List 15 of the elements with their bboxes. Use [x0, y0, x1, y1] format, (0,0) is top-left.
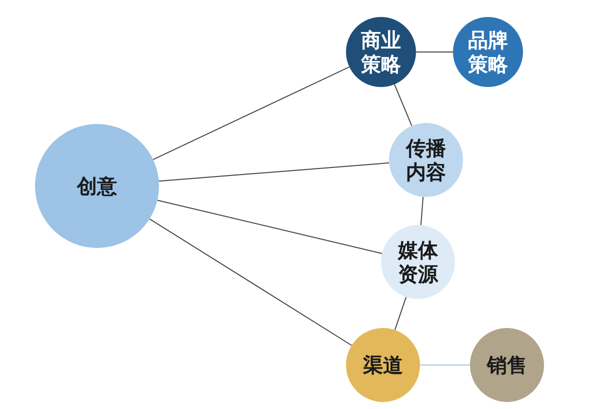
node-label: 传播内容: [404, 136, 447, 184]
connector-line: [158, 162, 390, 182]
node-label: 创意: [77, 174, 117, 198]
connector-line: [394, 84, 412, 126]
node-label: 商业策略: [360, 28, 402, 76]
connector-line: [420, 196, 424, 226]
node-label: 渠道: [363, 353, 403, 377]
connector-line: [149, 218, 352, 346]
connector-line: [152, 66, 350, 160]
connector-line: [420, 364, 470, 366]
node-label: 品牌策略: [467, 28, 509, 76]
node-label: 媒体资源: [396, 238, 440, 286]
connector-line: [156, 200, 382, 254]
node-label: 销售: [487, 353, 527, 377]
connector-line: [394, 296, 407, 330]
